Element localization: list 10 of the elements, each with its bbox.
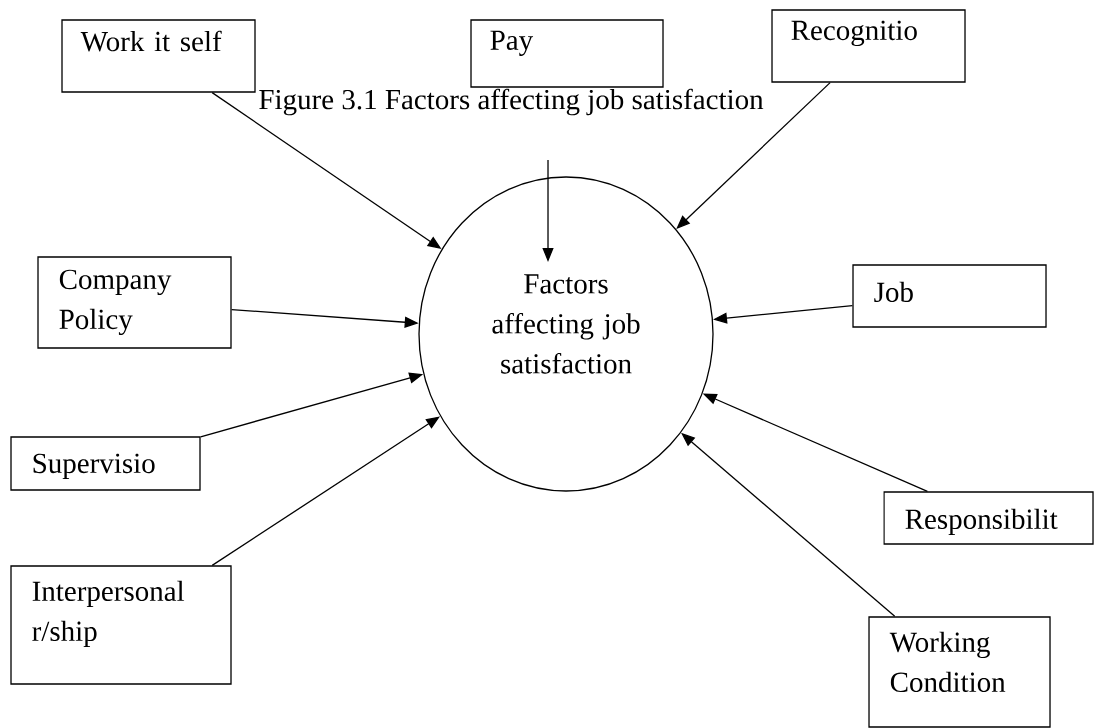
factor-box: Supervisio [10,436,201,491]
factor-box: Work it self [61,19,256,93]
factor-box: Working Condition [868,616,1051,728]
factor-box: Interpersonal r/ship [10,565,232,685]
factor-box: Recognitio [771,9,966,83]
factor-box: Responsibilit [883,491,1094,545]
figure-title: Figure 3.1 Factors affecting job satisfaction [259,88,764,116]
factor-box: Job [852,264,1047,328]
factor-box: Company Policy [37,256,232,349]
factor-box: Pay [470,19,664,88]
